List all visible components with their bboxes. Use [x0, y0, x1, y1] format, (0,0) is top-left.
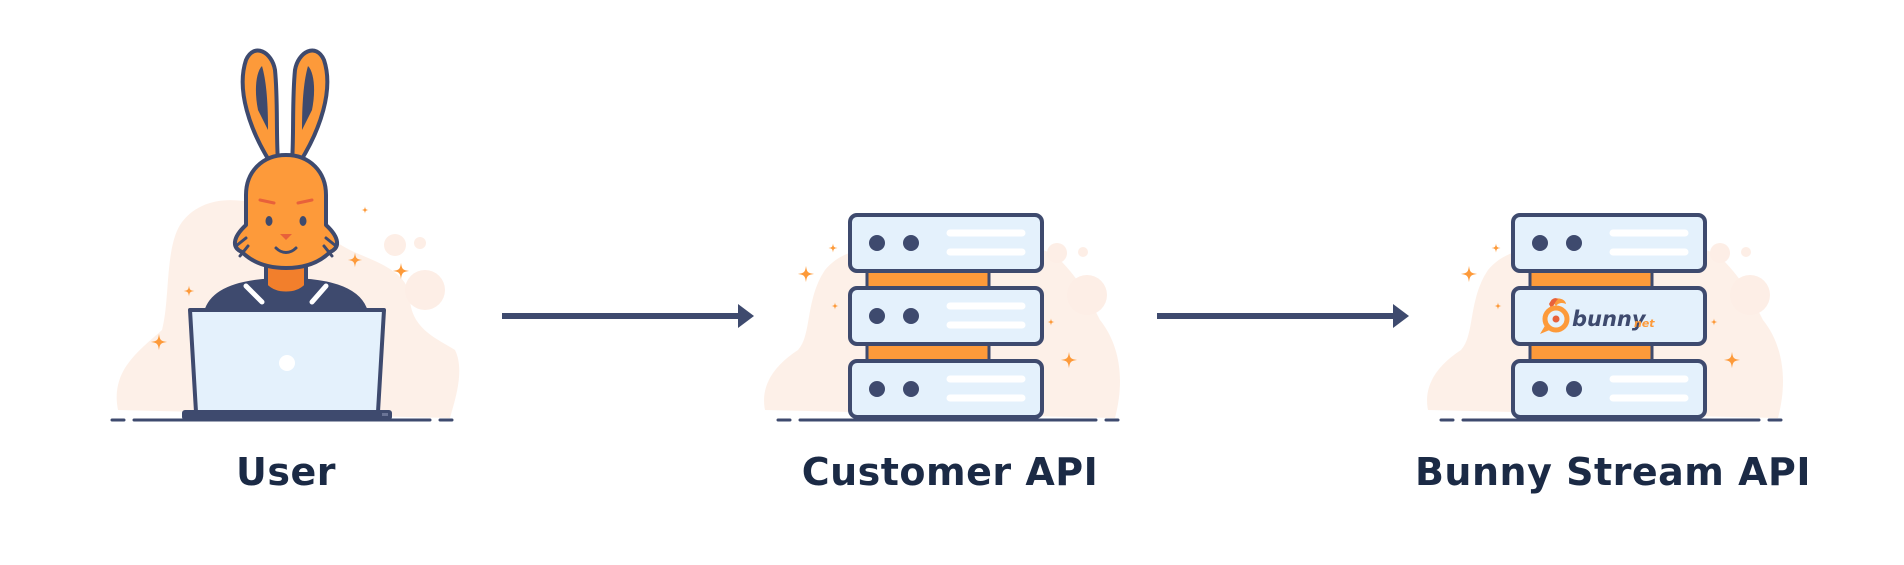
bunny-net-logo: bunny net	[1540, 298, 1655, 334]
server-stack-icon	[850, 215, 1042, 417]
bunny-stream-api-node: bunny net	[1427, 215, 1783, 422]
sparkle-icon	[797, 265, 815, 283]
sparkle-icon	[828, 243, 838, 253]
node-label-user: User	[236, 450, 336, 494]
customer-api-node	[764, 215, 1120, 422]
user-node	[110, 48, 460, 422]
sparkle-icon	[1491, 243, 1501, 253]
sparkle-icon	[1460, 265, 1478, 283]
arrow-customer-api-to-bunny-stream-api	[1157, 304, 1409, 328]
sparkle-icon	[361, 206, 369, 214]
logo-suffix: net	[1634, 317, 1655, 330]
logo-wordmark: bunny	[1572, 307, 1647, 331]
bunny-user-laptop-icon	[182, 48, 392, 420]
arrow-user-to-customer-api	[502, 304, 754, 328]
bunny-server-stack-icon: bunny net	[1513, 215, 1705, 417]
node-label-customer-api: Customer API	[801, 450, 1099, 494]
node-label-bunny-stream-api: Bunny Stream API	[1414, 450, 1812, 494]
